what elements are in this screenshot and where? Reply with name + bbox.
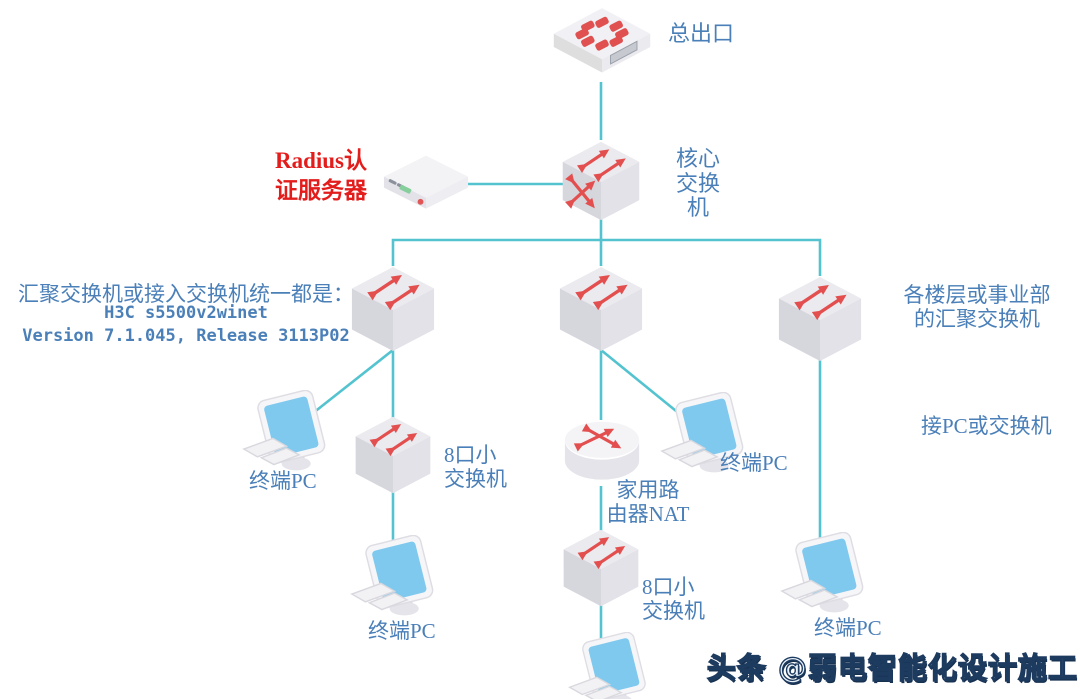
- small-switch-mid-label: 8口小 交换机: [642, 575, 705, 623]
- agg-switch-left-icon: [349, 264, 437, 354]
- pc-right-icon: [778, 532, 870, 624]
- agg-note-line3: Version 7.1.045, Release 3113P02: [22, 326, 350, 346]
- pc-left-bottom-label: 终端PC: [368, 619, 436, 643]
- agg-switch-right-icon: [776, 274, 864, 364]
- pc-mid-label: 终端PC: [720, 451, 788, 475]
- small-switch-left-label: 8口小 交换机: [444, 443, 507, 491]
- pc-left-bottom-icon: [348, 535, 440, 627]
- right-note-top: 各楼层或事业部 的汇聚交换机: [903, 283, 1051, 331]
- main-exit-label: 总出口: [668, 21, 735, 46]
- pc-left-label: 终端PC: [249, 469, 317, 493]
- agg-switch-center-icon: [557, 264, 645, 354]
- toutiao-watermark: 头条 @弱电智能化设计施工: [706, 650, 1078, 685]
- core-switch-label: 核心 交换 机: [675, 146, 720, 221]
- small-switch-left-icon: [353, 414, 433, 496]
- small-switch-mid-icon: [561, 527, 641, 609]
- home-router-icon: [561, 419, 643, 486]
- core-switch-icon: [560, 139, 642, 223]
- main-exit-firewall-icon: [550, 4, 654, 88]
- pc-right-label: 终端PC: [814, 616, 882, 640]
- home-router-label: 家用路 由器NAT: [606, 478, 690, 526]
- radius-server-label: Radius认 证服务器: [274, 148, 368, 203]
- agg-note-line1: 汇聚交换机或接入交换机统一都是：: [18, 282, 354, 306]
- right-note-bottom: 接PC或交换机: [921, 414, 1052, 438]
- pc-mid-bottom-icon: [566, 632, 652, 699]
- radius-server-icon: [380, 152, 472, 216]
- link-core-trunk: [391, 219, 822, 276]
- agg-note-line2: H3C s5500v2winet: [104, 303, 268, 323]
